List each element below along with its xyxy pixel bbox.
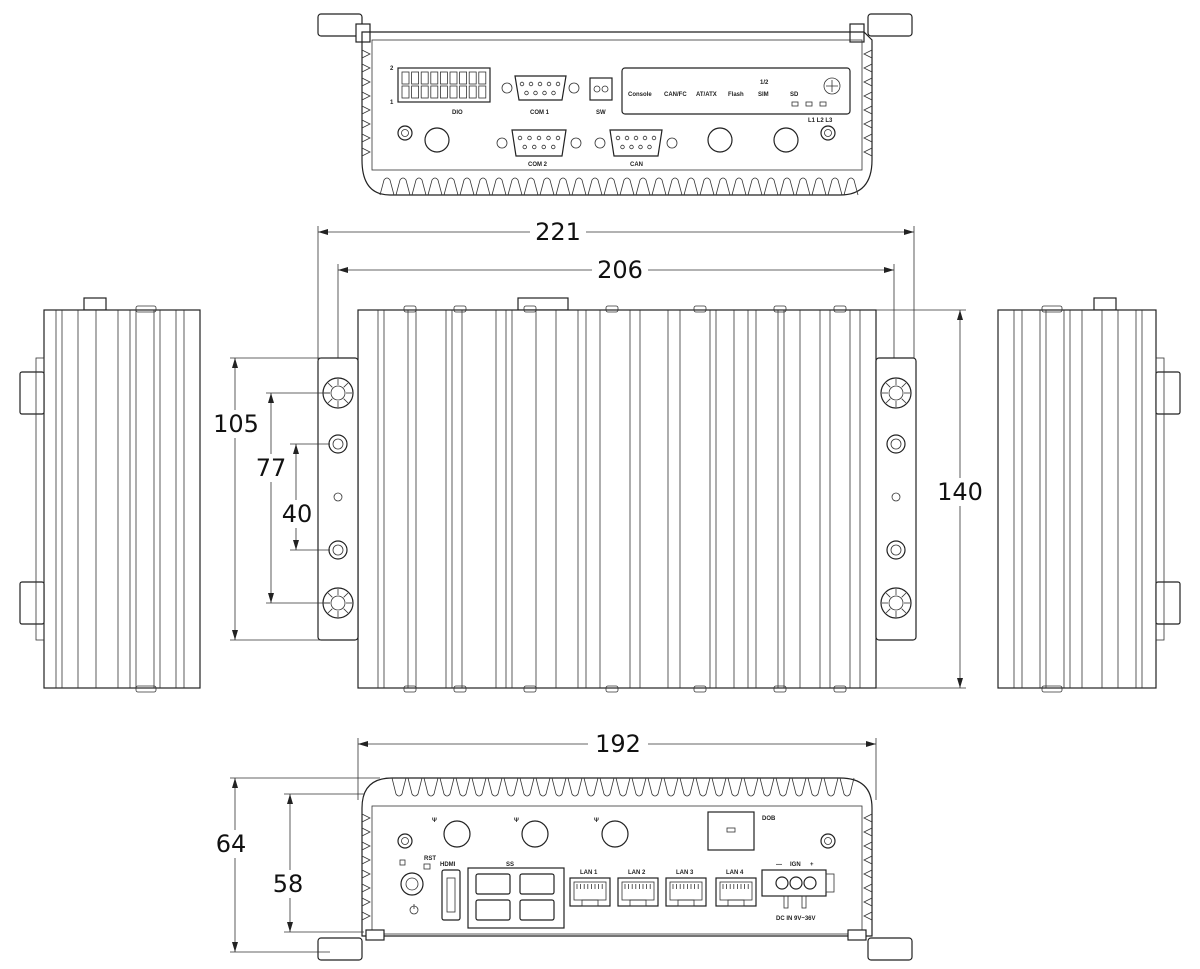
antenna-2 [521,820,549,848]
dob-port [707,811,755,851]
mount-bracket-left [317,357,359,641]
dio-pin-top-label: 2 [390,66,394,72]
lan4-label: LAN 4 [726,870,744,876]
lan-port-2 [617,877,659,907]
led-labels: L1 L2 L3 [808,118,833,124]
top-panel-view: DIO 2 1 COM 1 SW Console CAN/FC AT/ATX F… [317,13,913,196]
svg-text:Ψ: Ψ [594,818,599,824]
can-label: CAN [630,162,643,168]
dim-77-text: 77 [256,454,287,482]
dimension-64: 64 [212,777,380,953]
dim-206-text: 206 [597,256,643,284]
sim-num-label: 1/2 [760,80,769,86]
hdmi-label: HDMI [440,862,456,868]
dim-64-text: 64 [216,830,247,858]
side-view-left [19,297,201,693]
sd-label: SD [790,92,799,98]
sim-label: SIM [758,92,769,98]
console-label: Console [628,92,652,98]
dimension-105: 105 [212,357,330,641]
dim-105-text: 105 [213,410,259,438]
svg-text:Ψ: Ψ [432,818,437,824]
dimension-77: 77 [252,392,330,604]
mount-bracket-right [875,357,917,641]
antenna-3 [601,820,629,848]
dimension-221: 221 [317,218,915,360]
screw-icon [823,77,841,95]
side-view-right [997,297,1181,693]
com2-port [496,129,582,157]
lan-port-3 [665,877,707,907]
usb-port-2 [519,873,555,895]
dim-58-text: 58 [273,870,304,898]
ign-label: IGN [790,862,801,868]
dim-140-text: 140 [937,478,983,506]
dob-label: DOB [762,816,776,822]
dimension-192: 192 [357,730,877,800]
dio-label: DIO [452,110,463,116]
front-panel-view: Ψ Ψ Ψ DOB RST HDMI SS LAN 1 LAN 2 LAN 3 … [317,777,913,961]
sw-switch [589,77,613,101]
com1-port [501,75,580,101]
lan3-label: LAN 3 [676,870,694,876]
usb-label: SS [506,862,514,868]
can-port [594,129,678,157]
dim-221-text: 221 [535,218,581,246]
sw-label: SW [596,110,606,116]
lan2-label: LAN 2 [628,870,646,876]
rst-label: RST [424,856,436,862]
lan-port-1 [569,877,611,907]
atat-label: AT/ATX [696,92,717,98]
dimension-58: 58 [266,793,364,933]
com2-label: COM 2 [528,162,548,168]
usb-block [467,867,565,929]
antenna-1 [443,820,471,848]
usb-port-1 [475,873,511,895]
lan1-label: LAN 1 [580,870,598,876]
minus-label: — [776,862,782,868]
dio-pin-bottom-label: 1 [390,100,394,106]
side-view-center [317,297,917,693]
dc-in-label: DC IN 9V~36V [776,916,816,922]
lan-port-4 [715,877,757,907]
svg-text:Ψ: Ψ [514,818,519,824]
canfc-label: CAN/FC [664,92,687,98]
flash-label: Flash [728,92,744,98]
power-button [400,872,424,896]
com1-label: COM 1 [530,110,550,116]
dim-192-text: 192 [595,730,641,758]
dimension-40: 40 [278,443,330,551]
dimension-140: 140 [876,309,986,689]
dimension-206: 206 [337,256,895,360]
usb-port-3 [475,899,511,921]
plus-label: + [810,862,814,868]
hdmi-port [441,869,461,921]
usb-port-4 [519,899,555,921]
status-panel [621,67,851,115]
dio-terminal [397,67,491,103]
dim-40-text: 40 [282,500,313,528]
